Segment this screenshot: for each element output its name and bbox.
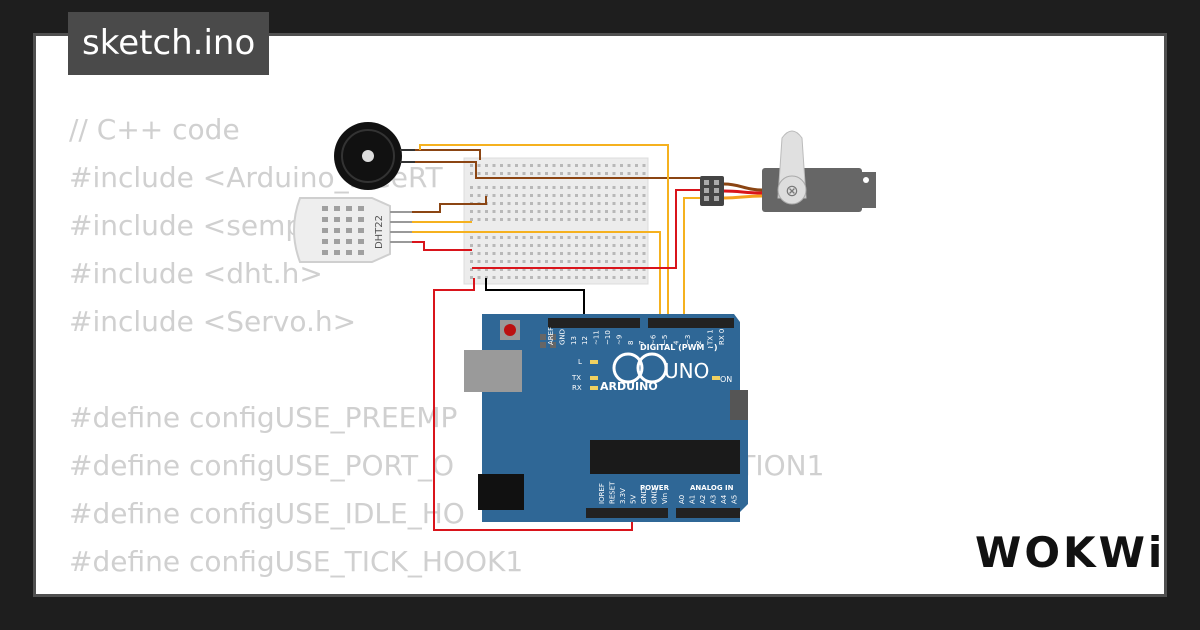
led-rx-label: RX (572, 384, 582, 392)
code-line: #define configUSE_TICK_HOOK1 (69, 545, 524, 578)
pin-label: A3 (710, 495, 718, 504)
code-editor: // C++ code #include <Arduino_FreeRT #incl… (69, 106, 824, 594)
pin-label: A0 (678, 495, 686, 504)
pin-label: GND (558, 329, 566, 345)
digital-header-left (548, 318, 640, 328)
digital-header-right (648, 318, 734, 328)
pin-label: ~10 (604, 330, 612, 345)
power-header (586, 508, 668, 518)
servo-motor[interactable]: ⊗ (700, 130, 876, 212)
code-line: #include <Arduino_FreeRT (69, 161, 443, 194)
pin-label: ~3 (684, 335, 692, 345)
analog-header (676, 508, 740, 518)
pin-label: 4 (672, 340, 680, 345)
pin-label: A1 (689, 495, 697, 504)
pin-label: GND (640, 488, 648, 504)
pin-label: A4 (720, 494, 728, 504)
code-line: // C++ code (69, 113, 240, 146)
pin-label: 8 (627, 341, 635, 345)
code-line: #define configUSE_DAEMON_TASK_STARTUP_HO… (69, 586, 824, 594)
arduino-uno-board[interactable]: DIGITAL (PWM ~) ARDUINO UNO ON L TX RX P… (464, 314, 748, 522)
led-tx-label: TX (571, 374, 581, 382)
analog-label: ANALOG IN (690, 484, 734, 492)
pin-label: 5V (630, 495, 638, 504)
file-tab[interactable]: sketch.ino (68, 12, 270, 75)
power-label: POWER (640, 484, 670, 492)
buzzer[interactable] (334, 122, 415, 190)
usb-port (464, 350, 522, 392)
pin-label: ~9 (615, 335, 623, 345)
code-line: #define configUSE_PREEMP (69, 401, 458, 434)
pin-label: TX 1 (707, 329, 715, 346)
pin-label: 12 (581, 336, 589, 345)
pin-label: RX 0 (718, 329, 726, 345)
atmega-chip (590, 440, 740, 474)
board-brand: ARDUINO (600, 380, 658, 393)
pin-label: GND (651, 488, 659, 504)
on-label: ON (720, 375, 732, 384)
pin-label: 13 (570, 336, 578, 345)
pin-label: RESET (609, 481, 617, 504)
pin-label: Vin (661, 493, 669, 504)
code-line: #include <dht.h> (69, 257, 323, 290)
pin-label: ~6 (650, 334, 658, 345)
pin-label: ~5 (661, 335, 669, 345)
dht22-sensor[interactable]: DHT22 (293, 197, 412, 263)
code-line: #include <semp (69, 209, 304, 242)
wokwi-logo: WOKWi (975, 528, 1166, 577)
breadboard[interactable] (463, 157, 649, 285)
digital-label: DIGITAL (PWM ~) (640, 343, 718, 352)
led-l-label: L (578, 358, 582, 366)
svg-text:⊗: ⊗ (785, 181, 798, 200)
pin-label: 2 (695, 341, 703, 345)
wires (412, 144, 700, 531)
pin-label: AREF (547, 327, 555, 345)
pin-label: 3.3V (619, 488, 627, 504)
pin-label: IOREF (598, 483, 606, 504)
power-jack (478, 474, 524, 510)
pin-label: A2 (699, 495, 707, 504)
board-model: UNO (664, 359, 709, 383)
pin-label: 7 (638, 341, 646, 345)
code-line: #include <Servo.h> (69, 305, 357, 338)
pin-label: ~11 (593, 330, 601, 345)
dht22-label: DHT22 (374, 215, 385, 249)
pin-label: A5 (731, 495, 739, 504)
code-line: #define configUSE_IDLE_HO (69, 497, 465, 530)
